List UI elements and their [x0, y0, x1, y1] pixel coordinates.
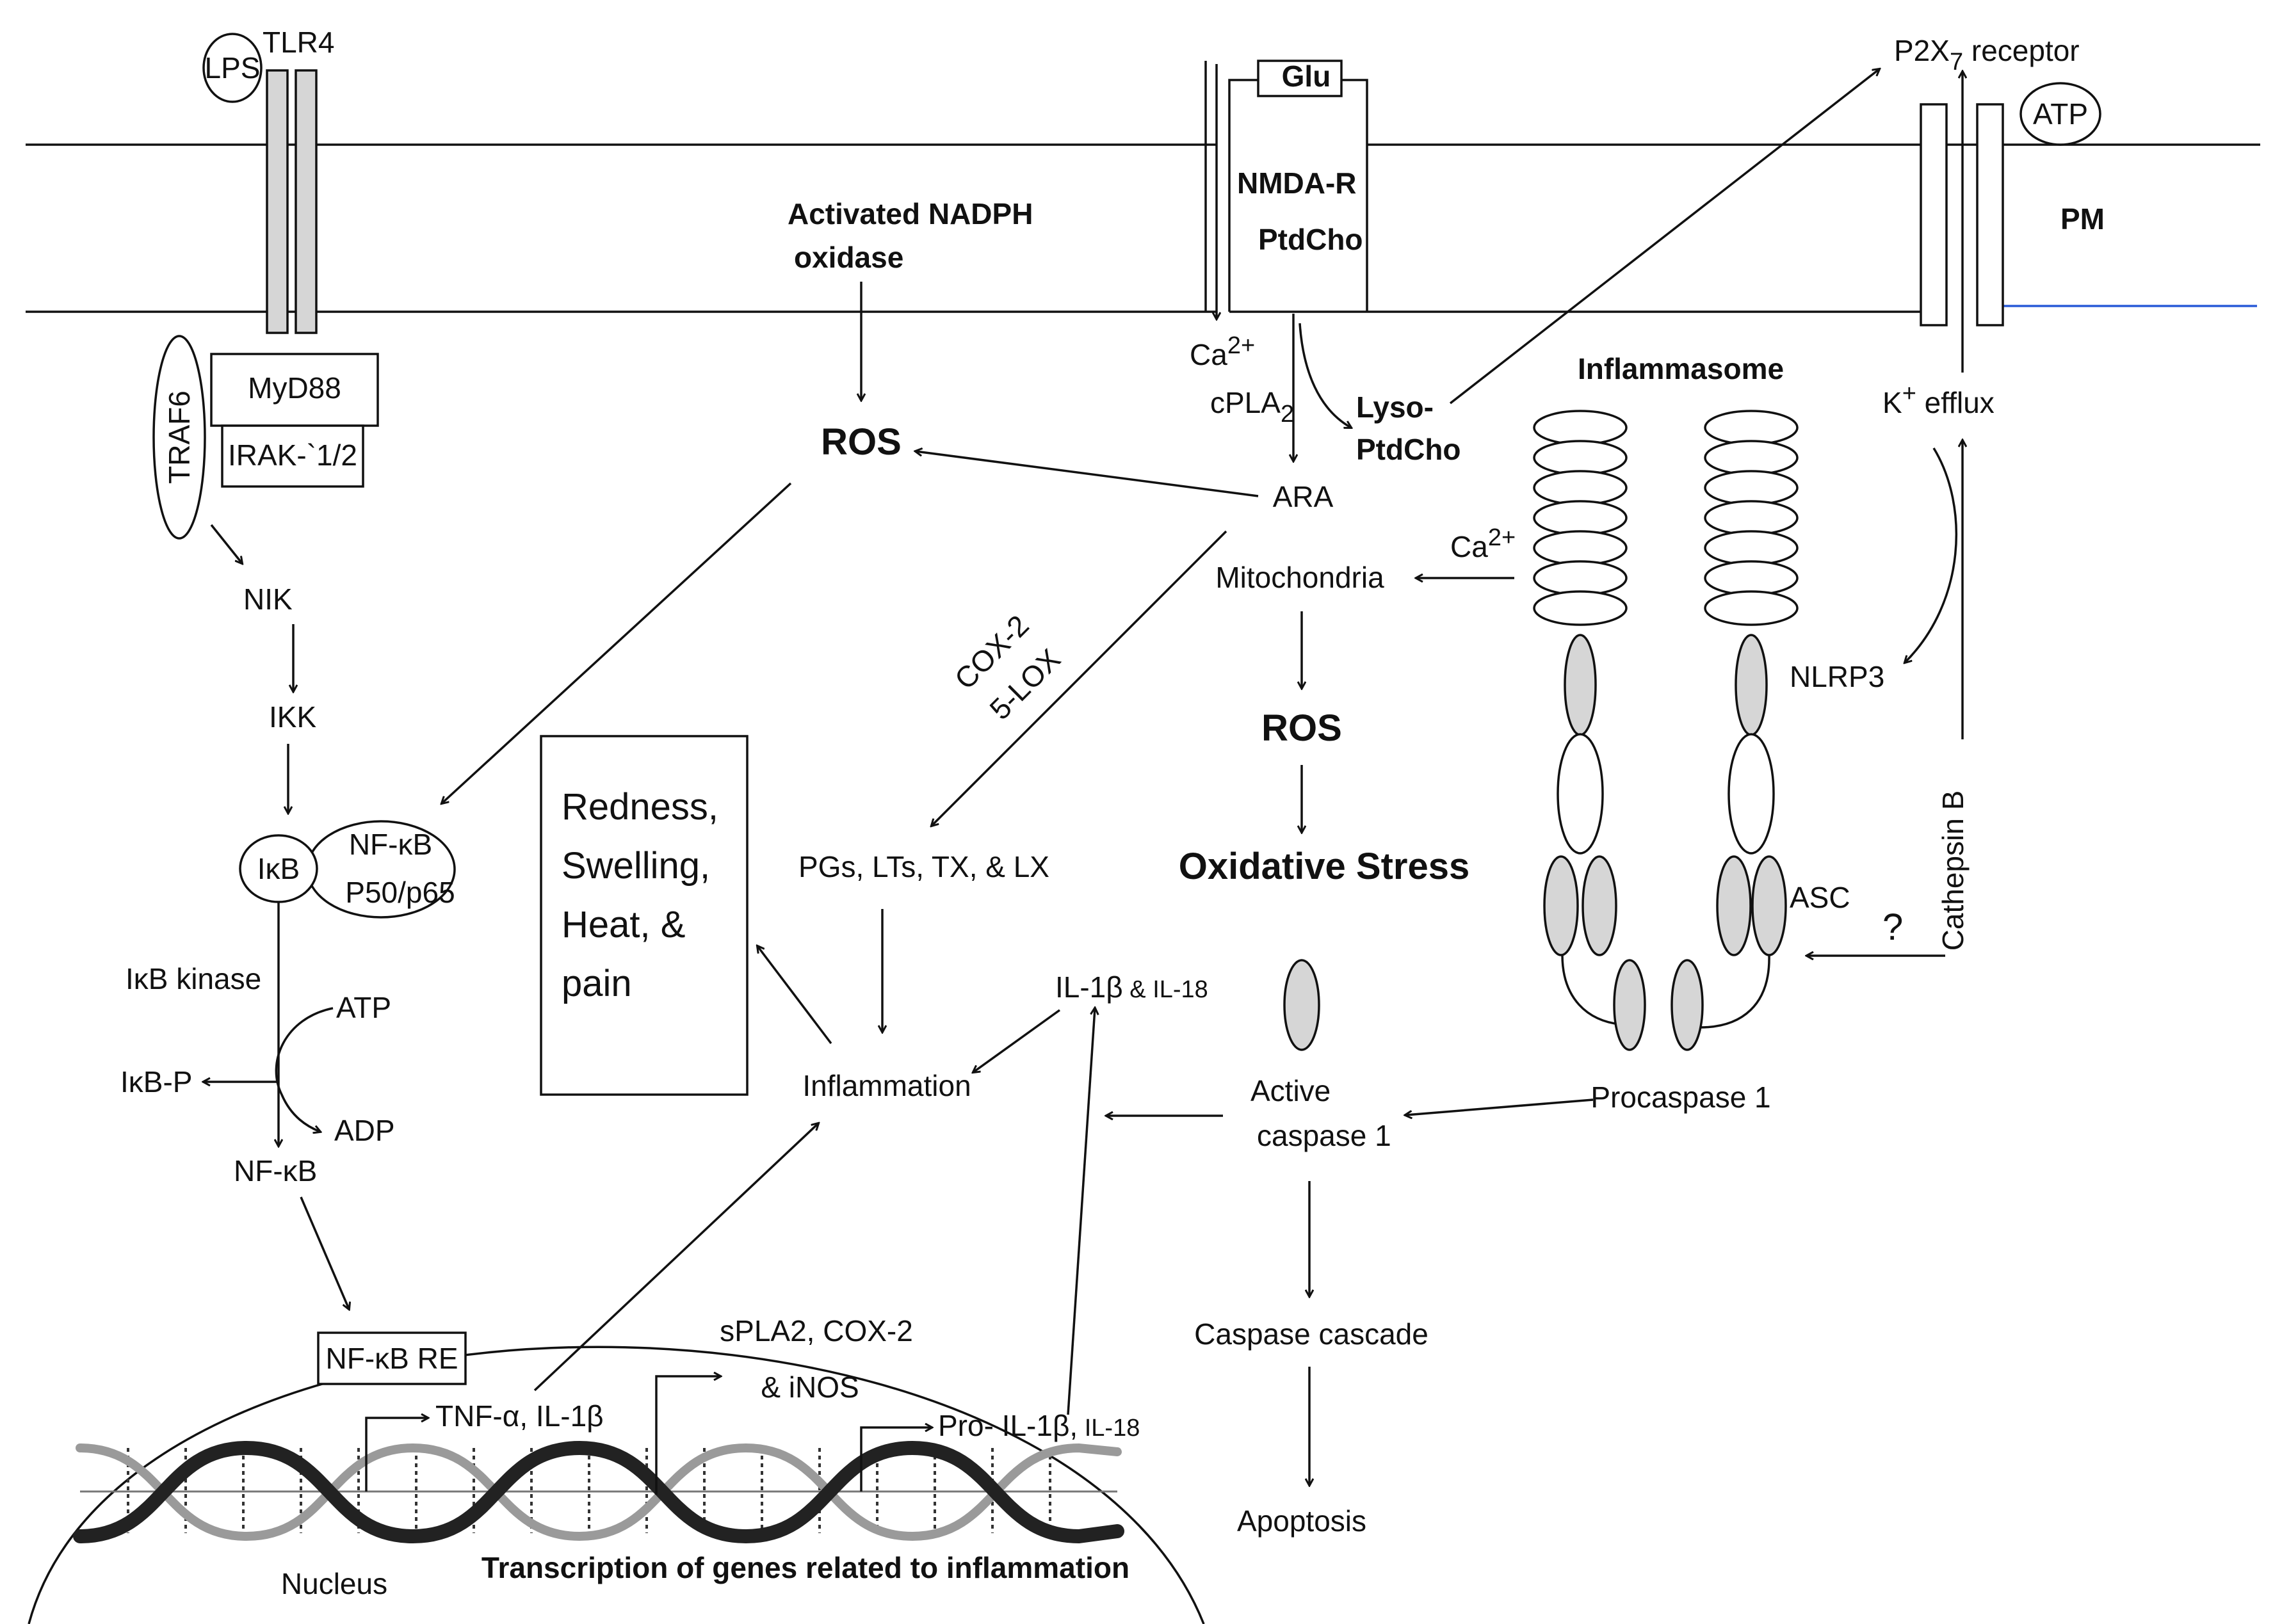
spla2-transcription-arrow — [655, 1376, 720, 1495]
nfkb-re-box — [317, 1331, 467, 1385]
dna-helix — [73, 1440, 1124, 1544]
traf6-to-nik-arrow — [210, 524, 242, 563]
procaspase-label: Procaspase 1 — [1590, 1081, 1770, 1114]
irak-label: IRAK-`1/2 — [228, 438, 357, 472]
lps-ellipse — [202, 33, 263, 103]
nfkb-label: NF-κB — [234, 1154, 317, 1187]
ikb-kinase-label: IκB kinase — [125, 962, 261, 995]
myd88-label: MyD88 — [248, 371, 341, 405]
symptom-redness: Redness, — [562, 786, 718, 828]
k-efflux-label: K+ efflux — [1882, 380, 1995, 419]
active-caspase-label-1: Active — [1250, 1074, 1331, 1107]
ikk-label: IKK — [269, 700, 316, 734]
il1b-to-inflammation-arrow — [973, 1009, 1061, 1072]
ara-to-ros-arrow — [916, 451, 1259, 497]
symptoms-box — [540, 735, 749, 1096]
il1b-label: IL-1β & IL-18 — [1055, 970, 1208, 1004]
cpla2-label: cPLA2 — [1210, 386, 1294, 428]
nadph-label-2: oxidase — [794, 241, 903, 274]
ara-label: ARA — [1273, 480, 1334, 513]
ca-label: Ca2+ — [1190, 332, 1255, 371]
caspase-cascade-label: Caspase cascade — [1194, 1317, 1428, 1351]
adp-label: ADP — [334, 1114, 395, 1147]
ptdcho-to-lyso-arrow — [1299, 323, 1351, 428]
cathepsin-label: Cathepsin B — [1936, 791, 1970, 951]
inflammasome-right-column — [1671, 410, 1799, 1051]
lyso-label-2: PtdCho — [1356, 433, 1461, 466]
tnf-transcription-arrow — [365, 1418, 428, 1491]
p2x7-receptor — [1920, 103, 2004, 326]
symptom-pain: pain — [562, 963, 632, 1004]
nfkb-re-label: NF-κB RE — [326, 1342, 458, 1375]
tlr4-receptor — [266, 69, 318, 334]
spla2-label-2: & iNOS — [761, 1371, 859, 1404]
nmda-receptor — [1204, 60, 1368, 319]
pro-il-transcription-arrow — [860, 1427, 932, 1491]
inflammasome-title: Inflammasome — [1578, 352, 1784, 385]
glu-label: Glu — [1282, 60, 1331, 93]
atp-out-label: ATP — [2033, 97, 2088, 131]
nlrp3-label: NLRP3 — [1790, 660, 1884, 693]
irak-box — [221, 424, 364, 488]
asc-label: ASC — [1790, 881, 1850, 914]
nfkb-complex-label: NF-κB — [349, 828, 432, 861]
atp-adp-curve — [275, 1007, 334, 1132]
lyso-label-1: Lyso- — [1356, 390, 1434, 424]
nmda-label: NMDA-R — [1237, 166, 1357, 200]
inflammation-label: Inflammation — [802, 1069, 971, 1102]
pro-il-to-il1b-arrow — [1067, 1008, 1095, 1415]
atp-out-ellipse — [2019, 82, 2101, 146]
atp-label: ATP — [336, 991, 391, 1024]
ikbp-label: IκB-P — [120, 1065, 192, 1098]
pm-label: PM — [2060, 202, 2105, 236]
nik-label: NIK — [243, 583, 293, 616]
spla2-label-1: sPLA2, COX-2 — [720, 1314, 913, 1347]
lps-label: LPS — [205, 51, 261, 84]
ikb-label: IκB — [257, 852, 300, 885]
transcription-label: Transcription of genes related to inflam… — [481, 1551, 1129, 1584]
p50p65-label: P50/p65 — [345, 876, 455, 909]
p2x7-label: P2X7 receptor — [1894, 34, 2080, 76]
pro-il-label: Pro- IL-1β, IL-18 — [938, 1409, 1140, 1442]
nucleus-label: Nucleus — [281, 1567, 387, 1600]
traf6-label: TRAF6 — [163, 390, 196, 484]
plasma-membrane — [26, 143, 2260, 313]
mitochondria-label: Mitochondria — [1215, 561, 1384, 594]
inflammation-to-symptoms-arrow — [757, 946, 832, 1045]
active-caspase-ellipse — [1283, 959, 1320, 1051]
symptom-heat: Heat, & — [562, 904, 685, 945]
k-to-nlrp3-curve — [1905, 447, 1958, 663]
ros-label-2: ROS — [1261, 707, 1342, 749]
nfkb-to-nucleus-arrow — [300, 1196, 349, 1309]
ikb-ellipse — [239, 834, 318, 903]
procaspase-to-active-arrow — [1405, 1098, 1594, 1115]
symptom-swelling: Swelling, — [562, 845, 710, 887]
tnf-to-inflammation-arrow — [533, 1123, 818, 1392]
ros-to-nfkb-arrow — [442, 482, 792, 803]
tlr4-label: TLR4 — [263, 26, 334, 59]
pgs-label: PGs, LTs, TX, & LX — [798, 850, 1049, 883]
lyso-to-p2x7-arrow — [1449, 69, 1879, 405]
nadph-label-1: Activated NADPH — [788, 197, 1033, 230]
ara-to-pgs-arrow — [932, 530, 1227, 826]
question-label: ? — [1882, 906, 1903, 948]
inflammasome-left-column — [1533, 410, 1646, 1051]
active-caspase-label-2: caspase 1 — [1257, 1119, 1391, 1152]
ca2-label: Ca2+ — [1450, 524, 1516, 563]
apoptosis-label: Apoptosis — [1237, 1504, 1366, 1538]
tnf-label: TNF-α, IL-1β — [435, 1399, 604, 1433]
ptdcho-label: PtdCho — [1258, 223, 1363, 256]
myd88-box — [210, 353, 379, 427]
traf6-ellipse — [152, 335, 206, 540]
ros-label-1: ROS — [821, 421, 902, 463]
oxidative-stress-label: Oxidative Stress — [1179, 846, 1470, 887]
